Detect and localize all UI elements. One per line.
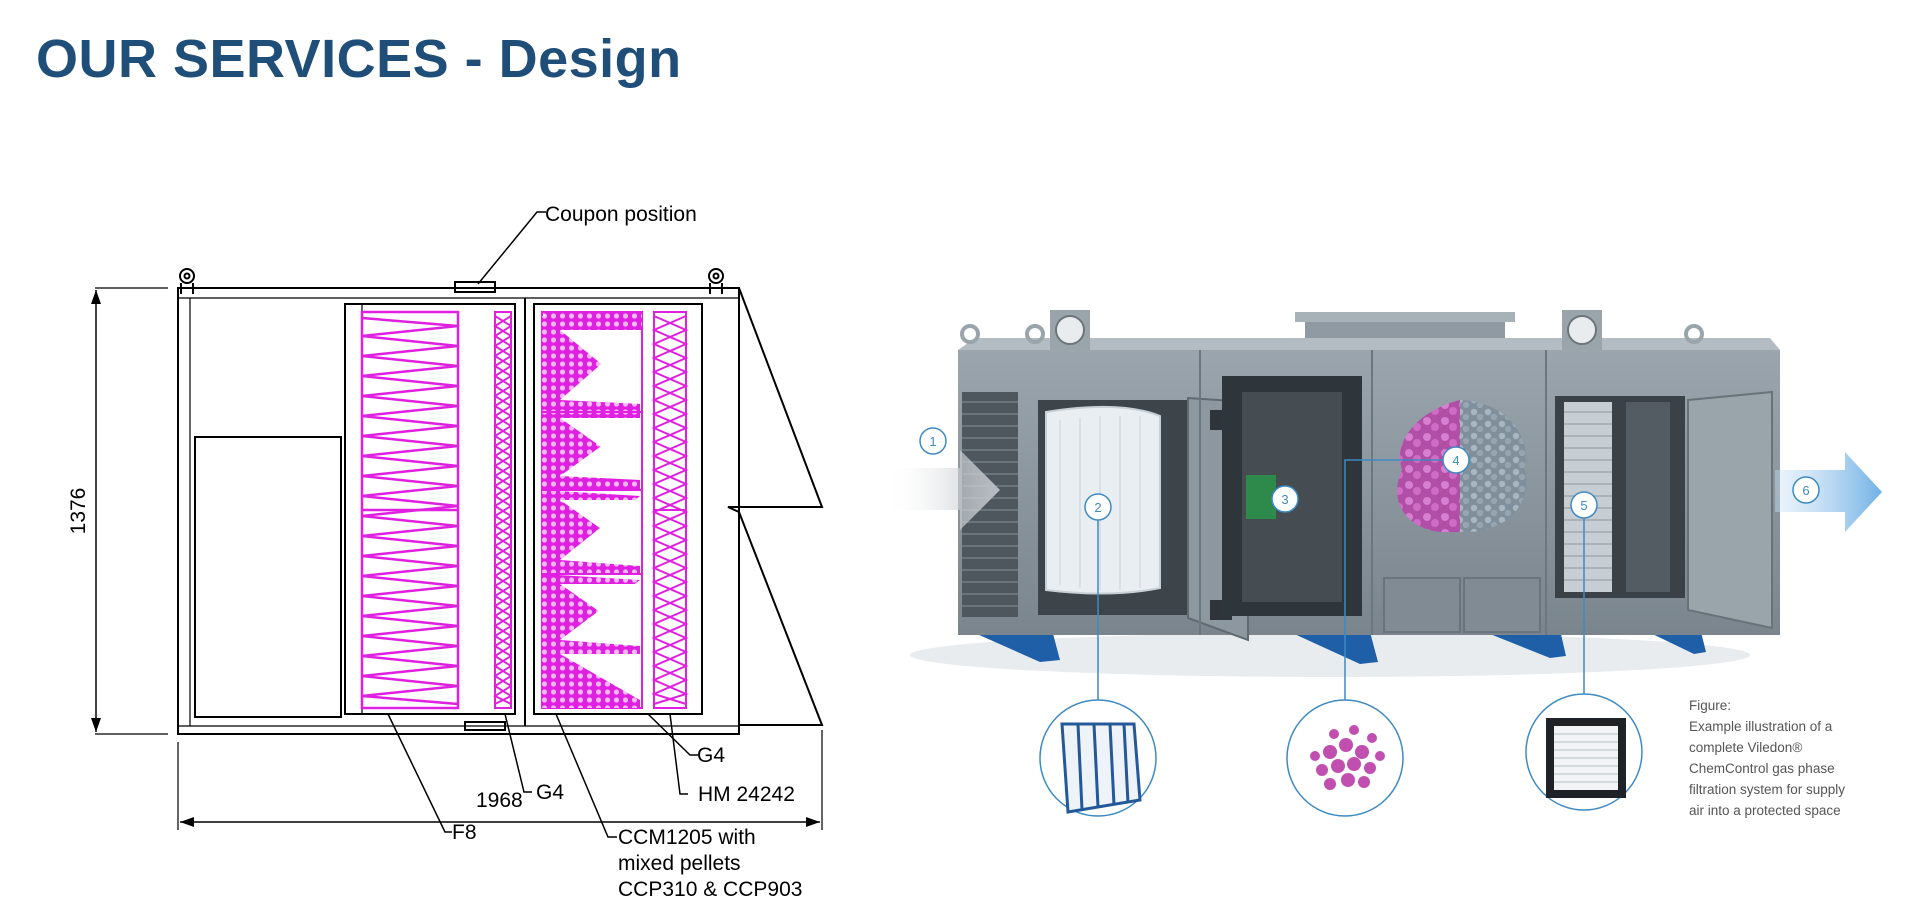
outlet-hood <box>727 287 824 726</box>
badge-2-label: 2 <box>1094 500 1101 515</box>
badge-1-label: 1 <box>929 434 936 449</box>
detail-bag-filter <box>1039 699 1157 817</box>
caption-line-3: complete Viledon® <box>1689 740 1802 755</box>
badge-6-label: 6 <box>1802 483 1809 498</box>
label-g4-right: G4 <box>697 744 725 767</box>
leader-lines <box>387 211 698 838</box>
caption-line-6: air into a protected space <box>1689 803 1841 818</box>
label-ccm-line1: CCM1205 with <box>618 826 756 849</box>
filter-ccm1205 <box>541 311 643 709</box>
coupon-housing <box>454 281 496 293</box>
badge-2: 2 <box>1084 493 1112 521</box>
label-ccm-line3: CCP310 & CCP903 <box>618 878 802 898</box>
caption-line-1: Figure: <box>1689 698 1731 713</box>
badge-4: 4 <box>1442 446 1470 474</box>
caption-line-4: ChemControl gas phase <box>1689 761 1835 776</box>
filter-g4-left <box>492 311 514 709</box>
badge-5-label: 5 <box>1580 498 1587 513</box>
label-height-dimension: 1376 <box>67 488 90 535</box>
label-coupon-position: Coupon position <box>545 203 697 226</box>
filter-hm24242 <box>651 311 689 709</box>
label-g4-left: G4 <box>536 781 564 804</box>
badge-5: 5 <box>1570 491 1598 519</box>
badge-3: 3 <box>1271 485 1299 513</box>
badge-4-label: 4 <box>1452 453 1459 468</box>
label-ccm-line2: mixed pellets <box>618 852 741 875</box>
label-f8: F8 <box>452 821 477 844</box>
detail-hepa-filter <box>1525 693 1643 811</box>
page-title: OUR SERVICES - Design <box>36 29 682 89</box>
caption-line-2: Example illustration of a <box>1689 719 1833 734</box>
airflow-out-arrow <box>1775 452 1882 532</box>
badge-1: 1 <box>919 427 947 455</box>
label-width-dimension: 1968 <box>476 789 523 812</box>
figure-caption: Figure: Example illustration of a comple… <box>1689 698 1845 818</box>
inlet-door <box>194 436 342 718</box>
badge-3-label: 3 <box>1281 492 1288 507</box>
badge-6: 6 <box>1792 476 1820 504</box>
pellet-cutaway <box>1397 400 1460 532</box>
section-right-frame <box>533 303 703 715</box>
lifting-eye-left <box>179 268 195 294</box>
detail-pellets <box>1286 699 1404 817</box>
lifting-eye-right <box>708 268 724 294</box>
airflow-in-arrow <box>885 450 1000 530</box>
filter-f8 <box>360 310 460 710</box>
filtration-illustration: 1 2 3 4 5 6 Figure: Example illustration… <box>885 310 1882 818</box>
caption-line-5: filtration system for supply <box>1689 782 1845 797</box>
label-hm24242: HM 24242 <box>698 783 795 806</box>
section-left-frame <box>344 303 516 715</box>
